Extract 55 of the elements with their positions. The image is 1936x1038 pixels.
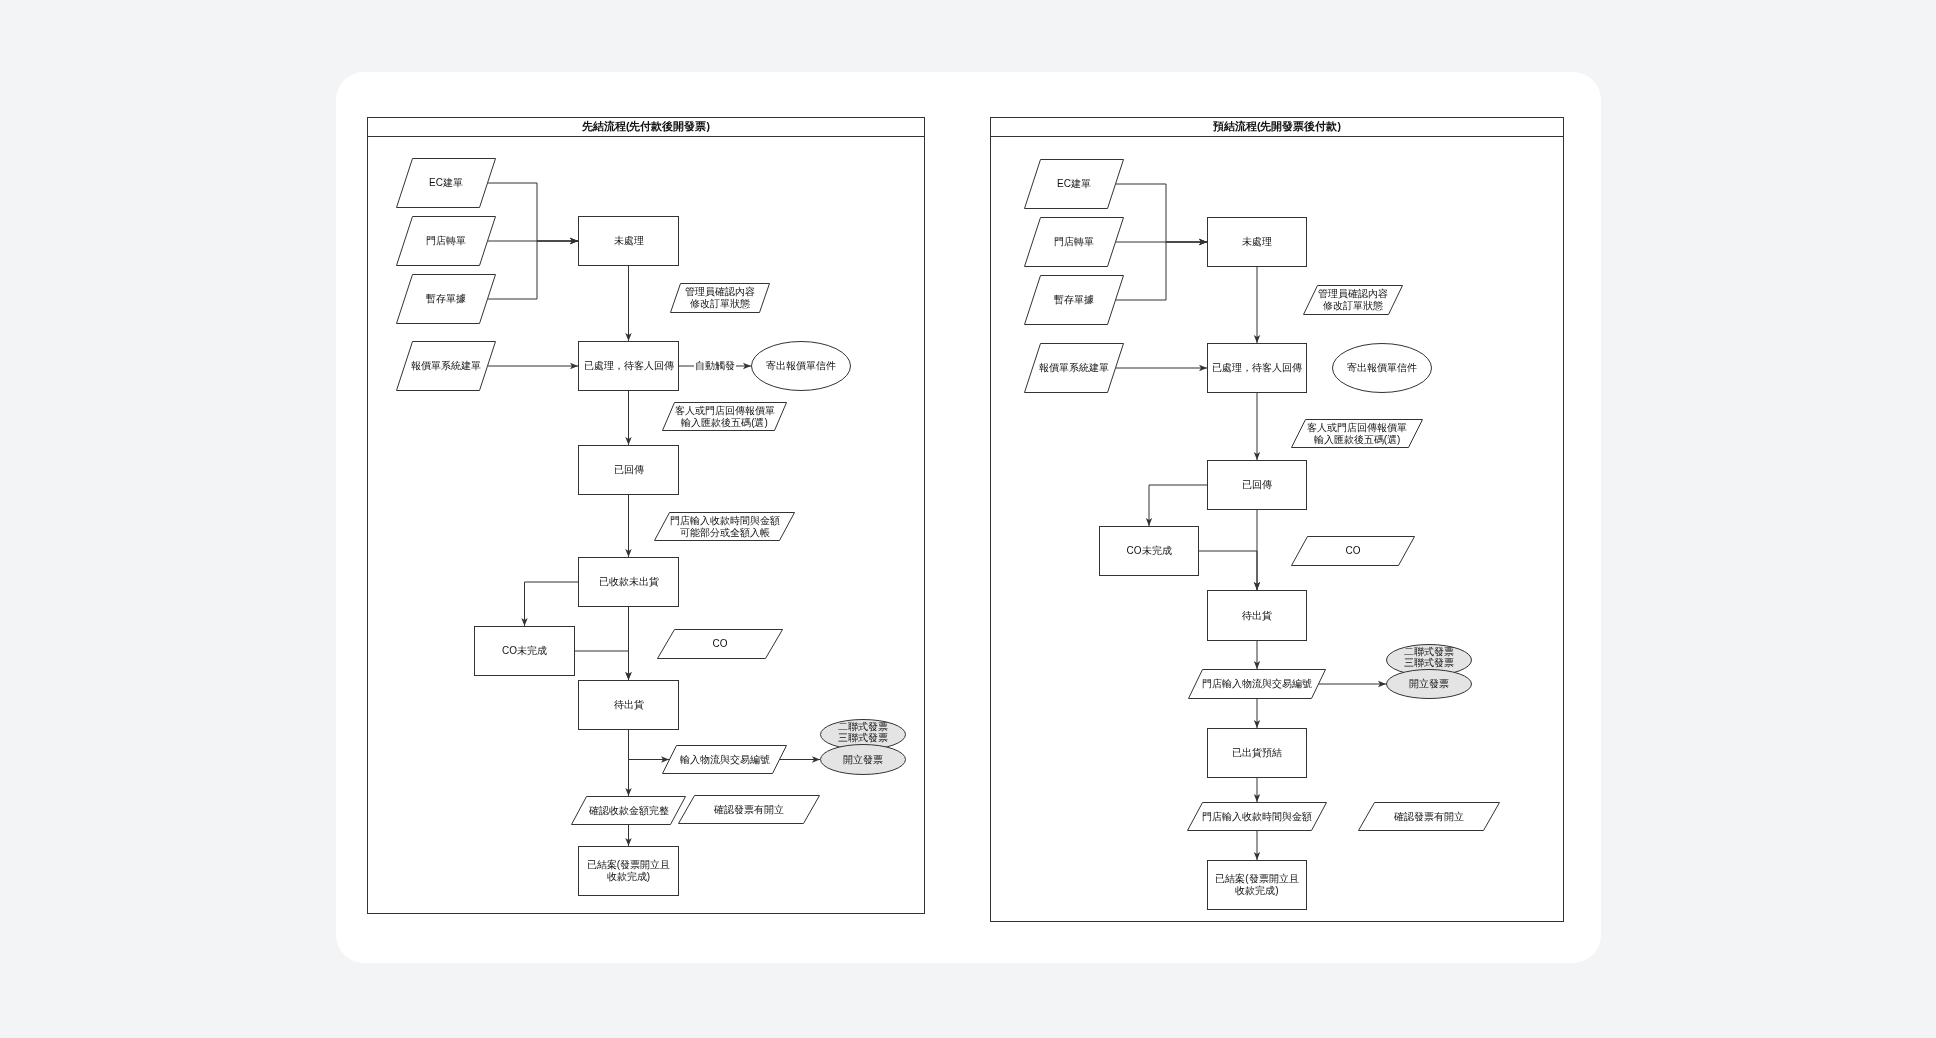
arrow bbox=[1318, 680, 1387, 688]
arrow bbox=[1115, 364, 1208, 372]
arrow bbox=[1253, 698, 1261, 729]
data-parallelogram: 門店轉單 bbox=[1024, 217, 1124, 267]
data-parallelogram: EC建單 bbox=[396, 158, 496, 208]
arrow bbox=[1253, 266, 1261, 344]
arrow bbox=[487, 362, 579, 370]
process-box: 待出貨 bbox=[1207, 590, 1307, 641]
arrow bbox=[1115, 238, 1208, 301]
arrow bbox=[574, 650, 632, 681]
process-box: 已回傳 bbox=[1207, 460, 1307, 510]
process-box: CO未完成 bbox=[1099, 526, 1199, 576]
arrow bbox=[521, 581, 579, 627]
data-parallelogram: 管理員確認內容修改訂單狀態 bbox=[1303, 285, 1403, 315]
arrow bbox=[625, 265, 632, 342]
oval-shape: 寄出報價單信件 bbox=[1332, 343, 1432, 393]
lane-header: 先結流程(先付款後開發票) bbox=[368, 118, 924, 137]
lane-header: 預結流程(先開發票後付款) bbox=[991, 118, 1563, 137]
data-parallelogram: 客人或門店回傳報價單輸入匯款後五碼(選) bbox=[662, 402, 787, 431]
data-parallelogram: 暫存單據 bbox=[396, 274, 496, 324]
process-box: 已處理，待客人回傳 bbox=[1207, 343, 1307, 393]
process-box: CO未完成 bbox=[474, 626, 575, 676]
arrow bbox=[625, 824, 632, 847]
process-box: 未處理 bbox=[1207, 217, 1307, 267]
data-parallelogram: 門店轉單 bbox=[396, 216, 496, 266]
arrow bbox=[1253, 640, 1261, 670]
arrow bbox=[1253, 392, 1261, 461]
process-box: 已結案(發票開立且收款完成) bbox=[1207, 860, 1307, 910]
oval-shape: 開立發票 bbox=[1386, 669, 1472, 699]
arrow bbox=[625, 390, 632, 446]
arrow bbox=[1198, 550, 1261, 591]
swimlane bbox=[367, 117, 925, 914]
arrow bbox=[1253, 777, 1261, 803]
oval-shape: 開立發票 bbox=[820, 744, 906, 775]
data-parallelogram: 暫存單據 bbox=[1024, 275, 1124, 325]
data-parallelogram: 報價單系統建單 bbox=[396, 341, 496, 391]
process-box: 未處理 bbox=[578, 216, 679, 266]
process-box: 已出貨預結 bbox=[1207, 728, 1307, 778]
process-box: 待出貨 bbox=[578, 680, 679, 730]
arrow bbox=[625, 729, 632, 797]
arrow bbox=[779, 756, 821, 763]
arrow bbox=[1253, 830, 1261, 861]
oval-shape: 寄出報價單信件 bbox=[751, 341, 851, 391]
data-parallelogram: EC建單 bbox=[1024, 159, 1124, 209]
process-box: 已收款未出貨 bbox=[578, 557, 679, 607]
arrow bbox=[487, 237, 579, 300]
process-box: 已處理，待客人回傳 bbox=[578, 341, 679, 391]
data-parallelogram: 報價單系統建單 bbox=[1024, 343, 1124, 393]
arrow bbox=[625, 494, 632, 558]
process-box: 已回傳 bbox=[578, 445, 679, 495]
process-box: 已結案(發票開立且收款完成) bbox=[578, 846, 679, 896]
edge-label: 自動觸發 bbox=[694, 360, 736, 372]
swimlane bbox=[990, 117, 1564, 922]
data-parallelogram: 管理員確認內容修改訂單狀態 bbox=[670, 283, 770, 313]
arrow bbox=[1145, 484, 1208, 527]
